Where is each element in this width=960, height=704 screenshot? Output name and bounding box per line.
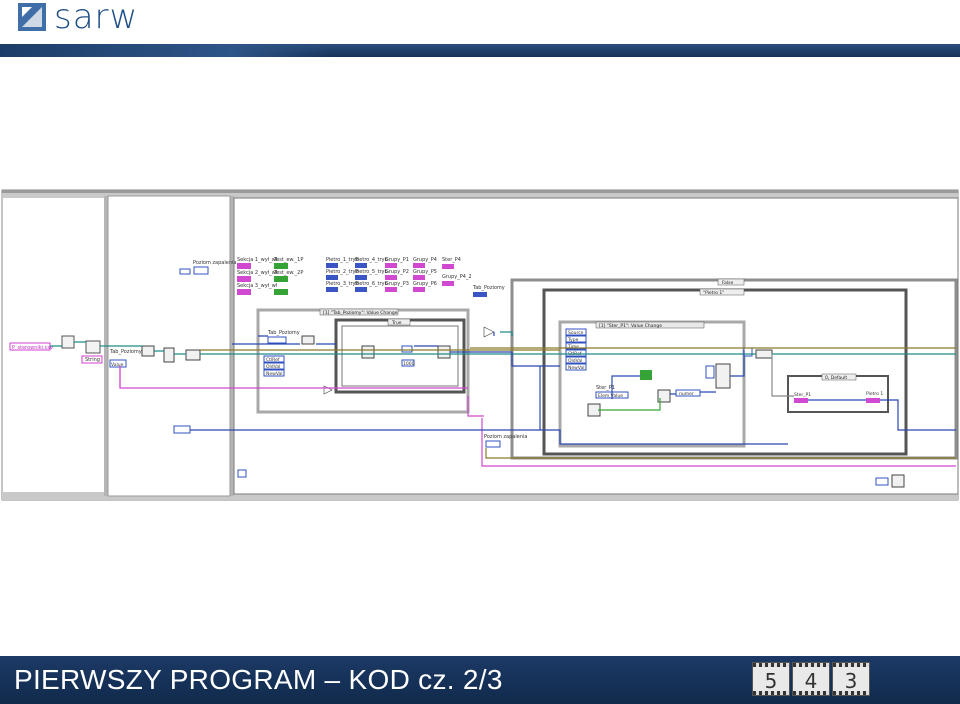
logo-mark-icon: [18, 3, 46, 31]
countdown-frame-2: 4: [792, 662, 830, 696]
grupy-p4-label: Grupy_P4: [413, 257, 437, 263]
case-false-label: False: [722, 280, 734, 286]
const-1000: 1000: [403, 361, 415, 367]
header-bar-accent: [0, 44, 330, 57]
string-label: String: [85, 357, 100, 363]
pietro-3-label: Pietro_3_tryb: [326, 281, 359, 287]
event-1-selector: [1] "Tab_Poziomy": Value Change: [323, 310, 398, 316]
case-pietro-label: "Pietro 1": [703, 290, 724, 296]
grupy-p3-label: Grupy_P3: [385, 281, 409, 287]
footer-bar: PIERWSZY PROGRAM – KOD cz. 2/3 5 4 3: [0, 656, 960, 704]
source-label: Source: [568, 330, 584, 336]
ctlref-label: CtlRef: [266, 357, 280, 363]
countdown-frame-1: 5: [752, 662, 790, 696]
tab-poziomy-label-2: Tab_Poziomy: [472, 285, 505, 291]
numer-label: numer: [679, 391, 694, 397]
case-default-label: 0, Default: [825, 375, 847, 381]
grupy-p5-label: Grupy_P5: [413, 269, 437, 275]
sekcja-1-label: Sekcja 1_wył_wł: [237, 257, 278, 263]
file-path-label: P_sterowniki.csv: [12, 345, 53, 351]
pietro-6-label: Pietro_6_tryb: [355, 281, 388, 287]
pietro-5-label: Pietro_5_tryb: [355, 269, 388, 275]
labview-block-diagram: P_sterowniki.csv String Tab_Poziomy Valu…: [0, 186, 960, 506]
value-label: Value: [111, 362, 124, 368]
oldval-label: OldVal: [266, 364, 280, 370]
countdown-digit: 3: [844, 669, 858, 693]
ster-p1-label-2: Ster_P1: [794, 392, 811, 398]
grupy-p2-label: Grupy_P2: [385, 269, 409, 275]
elem-value-label: Elem Value: [598, 393, 623, 399]
test-2p-label: Test_ew._2P: [273, 270, 303, 276]
poziom-zapalenia-label: Poziom zapalenia: [193, 260, 236, 266]
ster-p1-label: Ster_P1: [596, 385, 615, 391]
countdown-frame-3: 3: [832, 662, 870, 696]
sekcja-3-label: Sekcja 3_wył_wł: [237, 283, 278, 289]
test-1p-label: Test_ew._1P: [273, 257, 303, 263]
grupy-p1-label: Grupy_P1: [385, 257, 409, 263]
newval-label: NewVal: [266, 371, 283, 377]
countdown-digit: 5: [764, 669, 778, 693]
poziom-zapalenia-label-2: Poziom zapalenia: [484, 434, 527, 440]
block-diagram-svg: P_sterowniki.csv String Tab_Poziomy Valu…: [1, 189, 959, 501]
event-2-selector: [1] "Ster_P1": Value Change: [599, 323, 662, 329]
grupy-p6-label: Grupy_P6: [413, 281, 437, 287]
case-true-label: True: [391, 320, 402, 326]
ster-p4-label: Ster_P4: [442, 257, 461, 263]
pietro-2-label: Pietro_2_tryb: [326, 269, 359, 275]
sekcja-2-label: Sekcja 2_wył_wł: [237, 270, 278, 276]
pietro-1-indicator-label: Pietro 1: [866, 391, 883, 397]
type-label: Type: [567, 337, 579, 343]
time-label: Time: [567, 344, 579, 350]
pietro-1-label: Pietro_1_tryb: [326, 257, 359, 263]
sarw-logo: sarw: [18, 0, 139, 37]
logo-text: sarw: [54, 0, 139, 37]
grupy-p4-2-label: Grupy_P4_2: [442, 274, 472, 280]
countdown-film: 5 4 3: [752, 662, 872, 698]
countdown-digit: 4: [804, 669, 818, 693]
slide-title: PIERWSZY PROGRAM – KOD cz. 2/3: [14, 664, 503, 695]
newval-label-2: NewVal: [568, 365, 585, 371]
pietro-4-label: Pietro_4_tryb: [355, 257, 388, 263]
tab-poziomy-label-3: Tab_Poziomy: [267, 330, 300, 336]
oldval-label-2: OldVal: [568, 358, 582, 364]
tab-poziomy-label: Tab_Poziomy: [109, 349, 142, 355]
